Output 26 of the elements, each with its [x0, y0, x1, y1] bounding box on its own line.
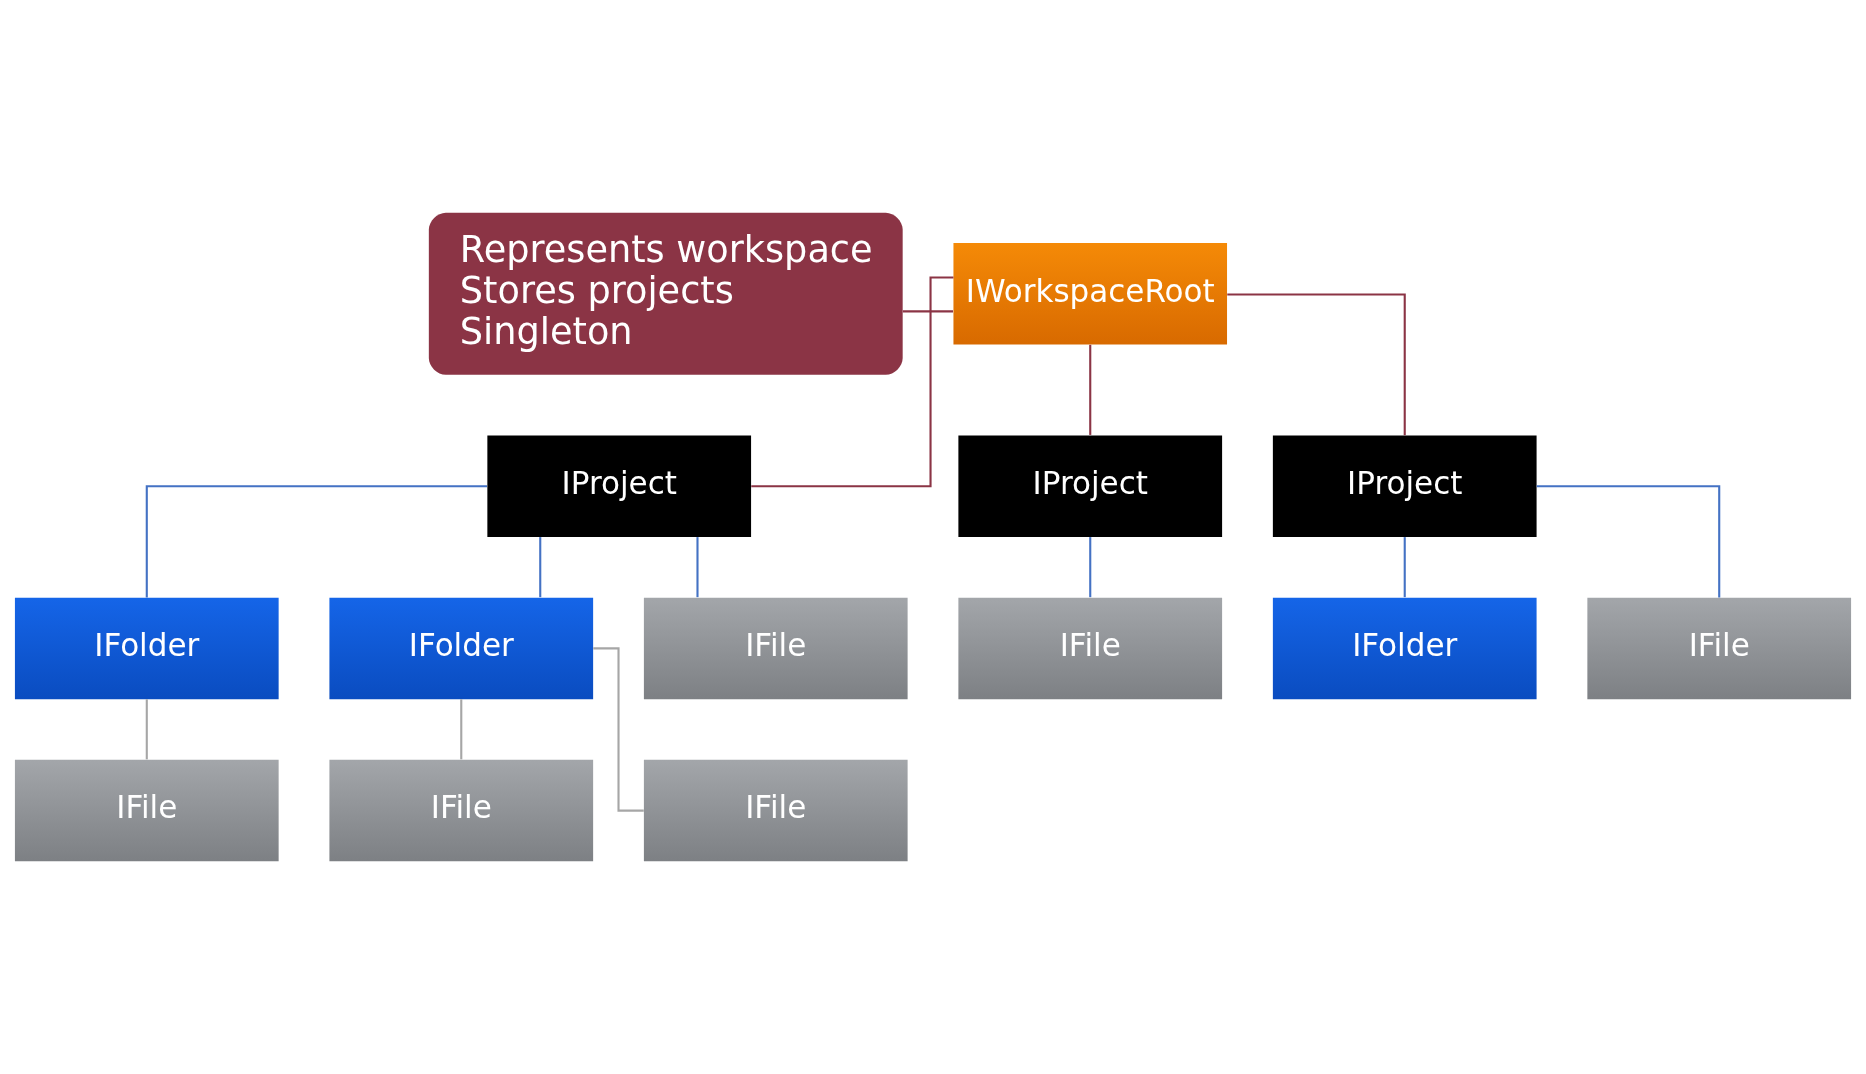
- connector: [145, 485, 487, 598]
- node-box: IFile: [1587, 597, 1852, 700]
- node-box: IFile: [958, 597, 1223, 700]
- node-box: IFolder: [329, 597, 594, 700]
- connector: [1089, 537, 1092, 598]
- node-box: IFolder: [14, 597, 279, 700]
- connector: [1536, 485, 1721, 598]
- node-box: IFolder: [1272, 597, 1537, 700]
- node-box: IProject: [487, 435, 752, 537]
- connector: [902, 310, 953, 313]
- connector: [460, 699, 463, 760]
- node-box: IWorkspaceRoot: [953, 242, 1228, 345]
- connector: [539, 537, 542, 598]
- node-box: IFile: [329, 759, 594, 862]
- node-box: IProject: [958, 435, 1223, 537]
- node-box: Represents workspace Stores projects Singleton: [428, 212, 903, 375]
- connector: [145, 699, 148, 760]
- connector: [1227, 293, 1406, 436]
- connector: [1403, 537, 1406, 598]
- connector: [751, 276, 954, 488]
- connector: [1089, 344, 1092, 435]
- node-box: IProject: [1272, 435, 1537, 537]
- node-box: IFile: [643, 597, 908, 700]
- node-box: IFile: [14, 759, 279, 862]
- connector: [696, 537, 699, 598]
- node-box: IFile: [643, 759, 908, 862]
